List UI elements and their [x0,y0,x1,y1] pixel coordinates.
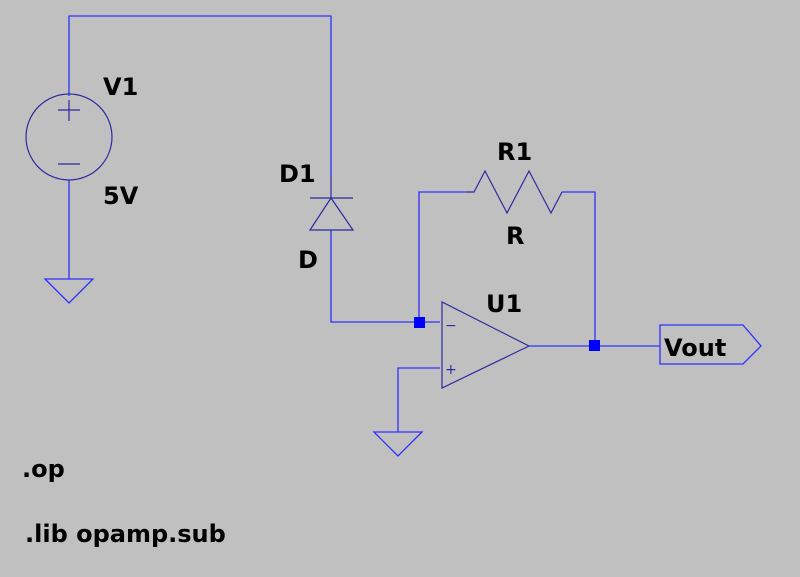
v1-value-label: 5V [103,182,139,210]
r1-name-label: R1 [497,138,532,166]
wire-plus-ground[interactable] [397,367,440,432]
wires [68,15,660,432]
u1-name-label: U1 [486,290,522,318]
junction-dot[interactable] [414,317,425,328]
voltage-source-v1[interactable] [25,93,113,181]
wire-d1-node[interactable] [330,232,440,323]
ground-icon[interactable] [372,431,424,457]
resistor-r1[interactable] [466,169,563,215]
opamp-u1[interactable] [441,301,531,389]
ground-icon[interactable] [43,278,95,304]
net-label-text: Vout [664,334,726,362]
spice-directive-op[interactable]: .op [22,455,65,483]
opamp-minus-pin: − [445,318,457,334]
opamp-plus-pin: + [445,362,457,378]
wire-top[interactable] [68,15,332,176]
wire-feedback-left[interactable] [418,191,466,322]
diode-d1[interactable] [308,176,355,232]
d1-value-label: D [298,246,318,274]
net-label-vout[interactable]: Vout [659,324,762,365]
spice-directive-lib[interactable]: .lib opamp.sub [25,520,226,548]
junction-dot[interactable] [589,340,600,351]
r1-value-label: R [506,222,524,250]
d1-name-label: D1 [279,160,316,188]
v1-name-label: V1 [103,73,138,101]
wire-feedback-right[interactable] [562,191,596,346]
